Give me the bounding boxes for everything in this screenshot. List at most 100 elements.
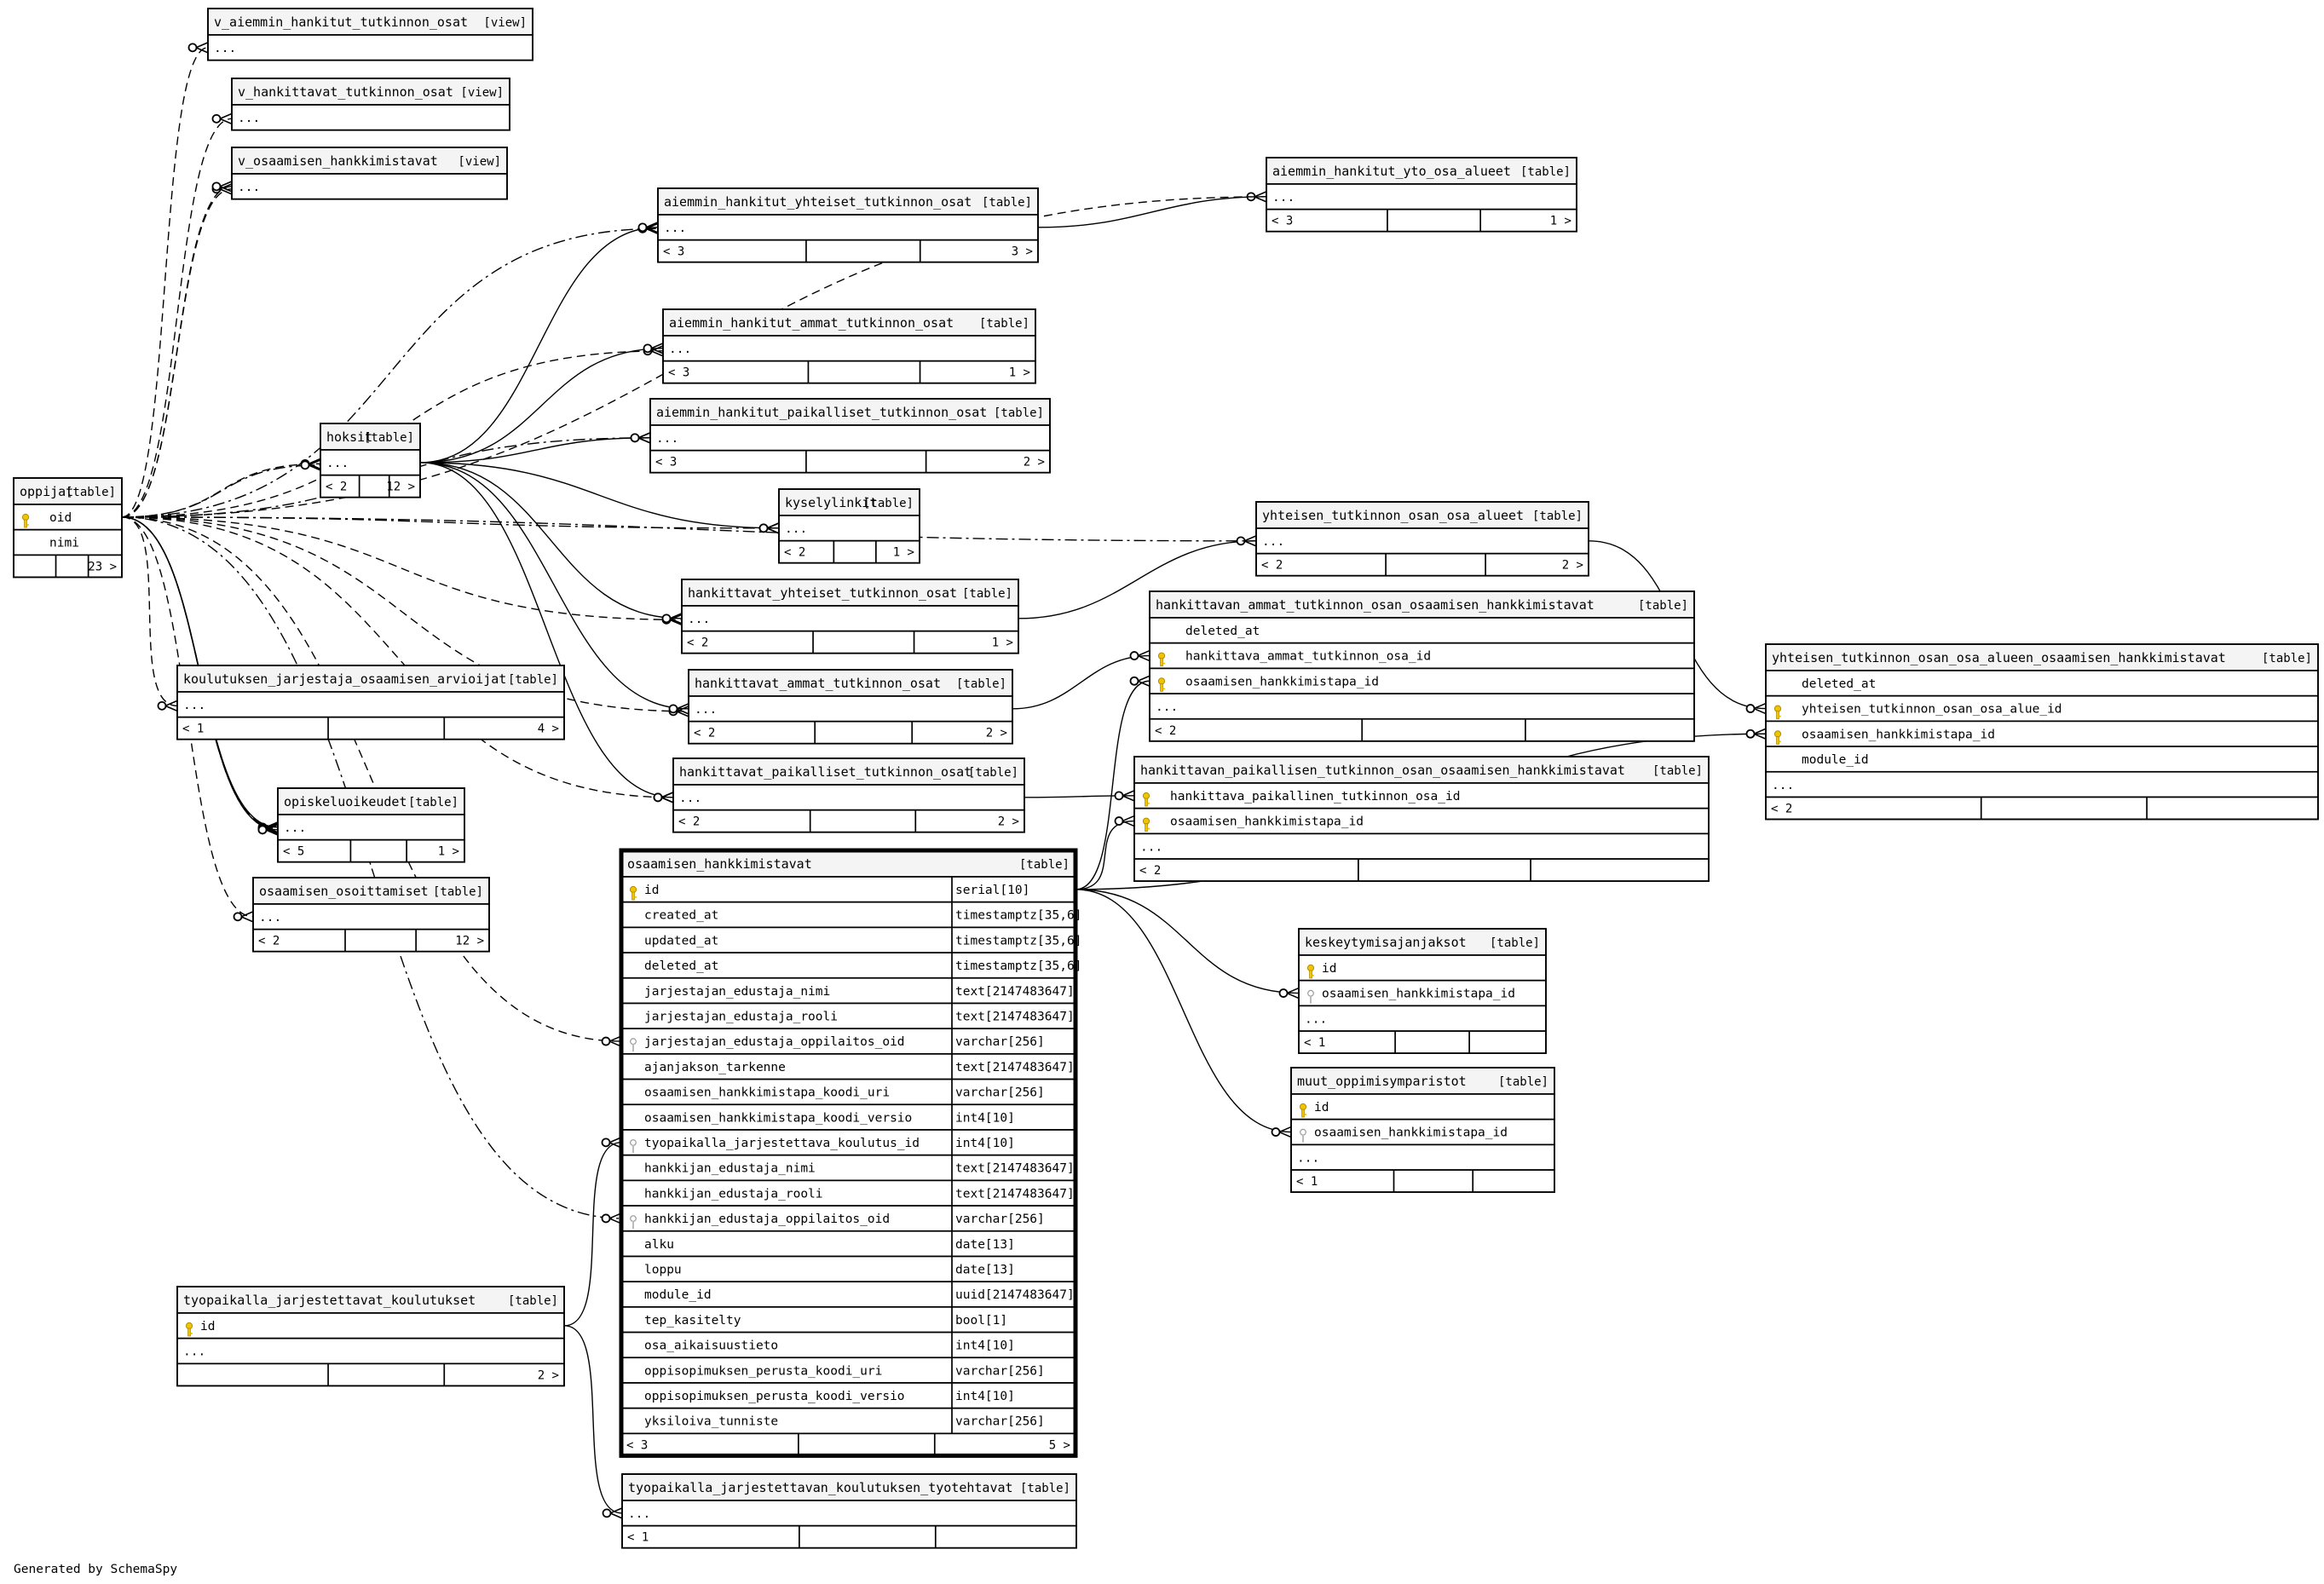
table-type-label: [table]: [508, 1294, 558, 1308]
parents-count[interactable]: < 2: [1155, 724, 1176, 738]
foreign-key-icon: [630, 1038, 637, 1052]
parents-count[interactable]: < 3: [668, 366, 689, 380]
zero-or-many-marker: [661, 613, 683, 625]
table-type-label: [table]: [1020, 1482, 1070, 1495]
relationship-line: [419, 227, 659, 464]
parents-count[interactable]: < 1: [627, 1531, 649, 1545]
column-name: osaamisen_hankkimistapa_koodi_uri: [644, 1086, 890, 1100]
column-name: hankkijan_edustaja_oppilaitos_oid: [644, 1212, 890, 1226]
table-type-label: [table]: [408, 796, 458, 809]
children-count[interactable]: 23 >: [88, 560, 117, 573]
children-count[interactable]: 4 >: [538, 723, 559, 736]
parents-count[interactable]: < 2: [258, 935, 280, 948]
column-name: ...: [679, 792, 701, 805]
children-count[interactable]: 1 >: [1550, 215, 1571, 228]
column-type: varchar[256]: [955, 1212, 1045, 1226]
relationship-line: [121, 516, 1257, 542]
table-v-aiemmin[interactable]: v_aiemmin_hankitut_tutkinnon_osat[view].…: [207, 8, 533, 61]
children-count[interactable]: 3 >: [1012, 245, 1033, 259]
parents-count[interactable]: < 3: [663, 245, 684, 259]
table-h-paik[interactable]: hankittavat_paikalliset_tutkinnon_osat[t…: [672, 757, 1025, 833]
column-type: uuid[2147483647]: [955, 1288, 1075, 1302]
parents-count[interactable]: < 2: [1261, 559, 1283, 573]
column-name: ...: [326, 457, 349, 470]
zero-or-many-marker: [630, 432, 651, 444]
column-name: ...: [238, 112, 260, 125]
relationship-line: [121, 516, 622, 1042]
children-count[interactable]: 5 >: [1049, 1438, 1070, 1452]
children-count[interactable]: 1 >: [438, 845, 459, 859]
table-v-osaamisen[interactable]: v_osaamisen_hankkimistavat[view]...: [231, 147, 508, 200]
parents-count[interactable]: < 3: [1272, 215, 1293, 228]
parents-count[interactable]: < 1: [1296, 1175, 1318, 1189]
table-ah-ammat[interactable]: aiemmin_hankitut_ammat_tutkinnon_osat[ta…: [662, 308, 1036, 384]
table-h-yhteiset[interactable]: hankittavat_yhteiset_tutkinnon_osat[tabl…: [681, 579, 1019, 654]
column-type: varchar[256]: [955, 1415, 1045, 1429]
parents-count[interactable]: < 5: [283, 845, 304, 859]
table-koul-arv[interactable]: koulutuksen_jarjestaja_osaamisen_arvioij…: [176, 665, 565, 740]
table-muut[interactable]: muut_oppimisymparistot[table]idosaamisen…: [1290, 1067, 1555, 1193]
zero-or-many-marker: [637, 222, 659, 233]
primary-key-icon: [185, 1322, 193, 1337]
parents-count[interactable]: < 2: [1139, 864, 1161, 878]
children-count[interactable]: 12 >: [386, 481, 415, 494]
table-yt-oa-oh[interactable]: yhteisen_tutkinnon_osan_osa_alueen_osaam…: [1765, 643, 2319, 821]
parents-count[interactable]: < 1: [182, 723, 204, 736]
table-name: aiemmin_hankitut_yhteiset_tutkinnon_osat: [664, 194, 972, 210]
relationship-line: [563, 1325, 623, 1514]
table-name: muut_oppimisymparistot: [1297, 1074, 1467, 1089]
zero-or-many-marker: [187, 42, 209, 54]
parents-count[interactable]: < 2: [326, 481, 347, 494]
column-name: updated_at: [644, 934, 718, 948]
table-h-ammat[interactable]: hankittavat_ammat_tutkinnon_osat[table].…: [688, 669, 1013, 745]
column-name: hankkijan_edustaja_rooli: [644, 1187, 823, 1201]
column-type: int4[10]: [955, 1339, 1015, 1353]
parents-count[interactable]: < 2: [784, 546, 805, 560]
column-name: id: [1322, 962, 1336, 976]
children-count[interactable]: 2 >: [538, 1368, 559, 1382]
table-tjk-tt[interactable]: tyopaikalla_jarjestettavan_koulutuksen_t…: [621, 1473, 1077, 1549]
table-hp-oh[interactable]: hankittavan_paikallisen_tutkinnon_osan_o…: [1133, 756, 1710, 882]
column-name: ...: [1156, 700, 1178, 714]
parents-count[interactable]: < 3: [655, 456, 677, 469]
column-name: osaamisen_hankkimistapa_id: [1314, 1126, 1508, 1140]
table-type-label: [table]: [433, 885, 483, 899]
table-name: tyopaikalla_jarjestettavat_koulutukset: [183, 1293, 476, 1308]
parents-count[interactable]: < 3: [626, 1438, 648, 1452]
children-count[interactable]: 1 >: [992, 636, 1013, 650]
generated-by-footer: Generated by SchemaSpy: [14, 1563, 177, 1576]
parents-count[interactable]: < 1: [1304, 1036, 1325, 1050]
children-count[interactable]: 2 >: [986, 727, 1007, 740]
table-type-label: [table]: [968, 766, 1018, 780]
children-count[interactable]: 2 >: [1562, 559, 1583, 573]
table-keskey[interactable]: keskeytymisajanjaksot[table]idosaamisen_…: [1298, 928, 1547, 1054]
children-count[interactable]: 2 >: [1024, 456, 1045, 469]
children-count[interactable]: 2 >: [998, 815, 1019, 829]
parents-count[interactable]: < 2: [687, 636, 708, 650]
table-v-hankittavat[interactable]: v_hankittavat_tutkinnon_osat[view]...: [231, 78, 510, 131]
table-type-label: [table]: [1498, 1075, 1548, 1089]
children-count[interactable]: 1 >: [893, 546, 914, 560]
parents-count[interactable]: < 2: [1771, 803, 1792, 816]
column-name: ...: [259, 911, 281, 924]
table-ha-oh[interactable]: hankittavan_ammat_tutkinnon_osan_osaamis…: [1149, 590, 1695, 742]
table-tjk[interactable]: tyopaikalla_jarjestettavat_koulutukset [t…: [176, 1286, 565, 1387]
column-name: deleted_at: [1802, 677, 1876, 691]
zero-or-many-marker: [1745, 702, 1767, 715]
table-ah-paik[interactable]: aiemmin_hankitut_paikalliset_tutkinnon_o…: [649, 398, 1051, 474]
table-type-label: [table]: [982, 196, 1032, 210]
table-yt-oa[interactable]: yhteisen_tutkinnon_osan_osa_alueet[table…: [1255, 501, 1589, 577]
table-ah-yto[interactable]: aiemmin_hankitut_yto_osa_alueet[table]..…: [1266, 157, 1577, 233]
parents-count[interactable]: < 2: [694, 727, 715, 740]
parents-count[interactable]: < 2: [678, 815, 700, 829]
children-count[interactable]: 1 >: [1009, 366, 1030, 380]
children-count[interactable]: 12 >: [455, 935, 484, 948]
table-ah-yhteiset[interactable]: aiemmin_hankitut_yhteiset_tutkinnon_osat…: [657, 187, 1039, 263]
column-name: osaamisen_hankkimistapa_id: [1802, 728, 1995, 741]
